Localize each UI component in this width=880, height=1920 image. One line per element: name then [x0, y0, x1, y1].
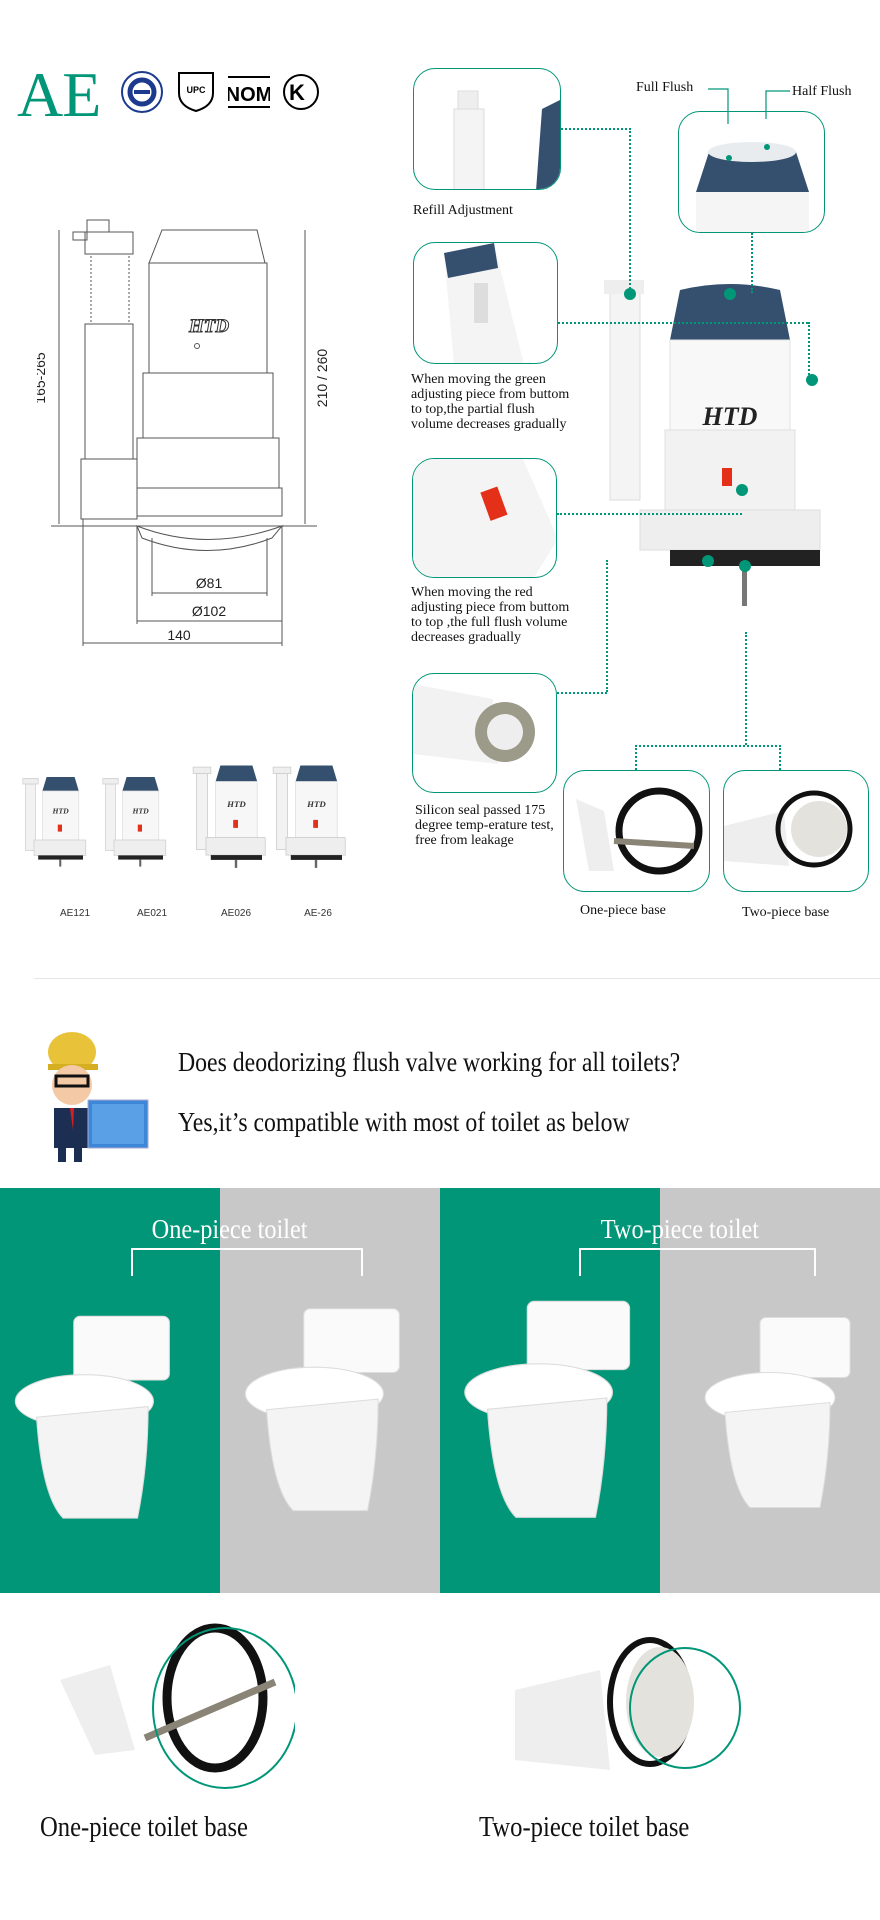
one-piece-toilet-label: One-piece toilet	[151, 1214, 308, 1244]
model-image	[270, 750, 350, 885]
dim-d102: Ø102	[192, 603, 226, 619]
water-certification-icon	[121, 71, 163, 113]
two-piece-toilet-image	[700, 1290, 860, 1545]
connector-line	[557, 692, 607, 694]
connector-line	[635, 745, 781, 747]
flush-leader-lines	[708, 88, 790, 124]
section-divider	[34, 978, 880, 979]
engineer-illustration	[48, 1032, 149, 1162]
two-piece-toilet-base-label: Two-piece toilet base	[479, 1812, 690, 1843]
connector-line	[561, 128, 631, 130]
one-piece-toilet-image	[240, 1290, 410, 1540]
brand-logo: AE	[17, 59, 101, 130]
two-piece-base-caption: Two-piece base	[742, 905, 830, 920]
svg-text:UPC: UPC	[186, 85, 206, 95]
silicon-seal-image	[412, 673, 557, 793]
refill-adjustment-caption: Refill Adjustment	[413, 203, 513, 218]
connector-line	[745, 632, 747, 745]
bracket	[131, 1248, 363, 1276]
two-piece-base-image	[723, 770, 869, 892]
main-brand-mark: HTD	[702, 402, 758, 431]
connector-line	[635, 745, 637, 770]
dim-width: 140	[167, 627, 191, 643]
svg-text:NOM: NOM	[228, 84, 270, 106]
bracket	[579, 1248, 816, 1276]
question-line: Does deodorizing flush valve working for…	[178, 1047, 681, 1077]
refill-adjustment-image	[413, 68, 561, 190]
two-piece-toilet-label: Two-piece toilet	[600, 1214, 760, 1244]
certification-row: UPC NOM K	[120, 70, 320, 114]
connector-line	[629, 128, 631, 293]
one-piece-toilet-base-label: One-piece toilet base	[40, 1812, 248, 1843]
connector-line	[808, 322, 810, 382]
one-piece-base-caption: One-piece base	[580, 903, 666, 918]
red-adjust-caption: When moving the red adjusting piece from…	[411, 585, 570, 645]
one-piece-toilet-base-image	[60, 1623, 295, 1789]
silicon-seal-caption: Silicon seal passed 175 degree temp-erat…	[415, 803, 554, 848]
answer-line: Yes,it’s compatible with most of toilet …	[178, 1107, 630, 1137]
nom-icon: NOM	[228, 76, 270, 108]
model-image	[100, 760, 170, 885]
one-piece-toilet-image	[10, 1300, 180, 1545]
model-image	[190, 750, 270, 885]
model-label: AE-26	[304, 908, 332, 919]
model-label: AE121	[59, 908, 91, 919]
drawing-brand-mark: HTD	[188, 316, 229, 337]
main-valve-image: HTD	[604, 280, 821, 606]
one-piece-base-image	[563, 770, 710, 892]
technical-drawing: HTD 165-265 210 / 260 Ø81 Ø102 140	[37, 219, 327, 646]
connector-line	[751, 233, 753, 293]
svg-text:K: K	[289, 80, 305, 105]
green-adjust-image	[413, 242, 558, 364]
green-adjust-caption: When moving the green adjusting piece fr…	[411, 372, 570, 432]
connector-line	[557, 513, 742, 515]
dim-d81: Ø81	[196, 575, 223, 591]
half-flush-label: Half Flush	[792, 84, 852, 99]
model-label: AE021	[136, 908, 168, 919]
two-piece-toilet-base-image	[515, 1637, 741, 1770]
connector-line	[558, 322, 808, 324]
red-adjust-image	[412, 458, 557, 578]
model-label: AE026	[220, 908, 252, 919]
dim-height-left: 165-265	[37, 352, 48, 404]
flush-button-image	[678, 111, 825, 233]
two-piece-toilet-image	[455, 1290, 645, 1540]
upc-icon: UPC	[178, 72, 214, 113]
k-mark-icon: K	[283, 74, 319, 110]
dim-height-right: 210 / 260	[314, 349, 327, 408]
full-flush-label: Full Flush	[636, 80, 694, 95]
model-image	[20, 760, 90, 885]
connector-line	[606, 560, 608, 692]
connector-line	[779, 745, 781, 770]
